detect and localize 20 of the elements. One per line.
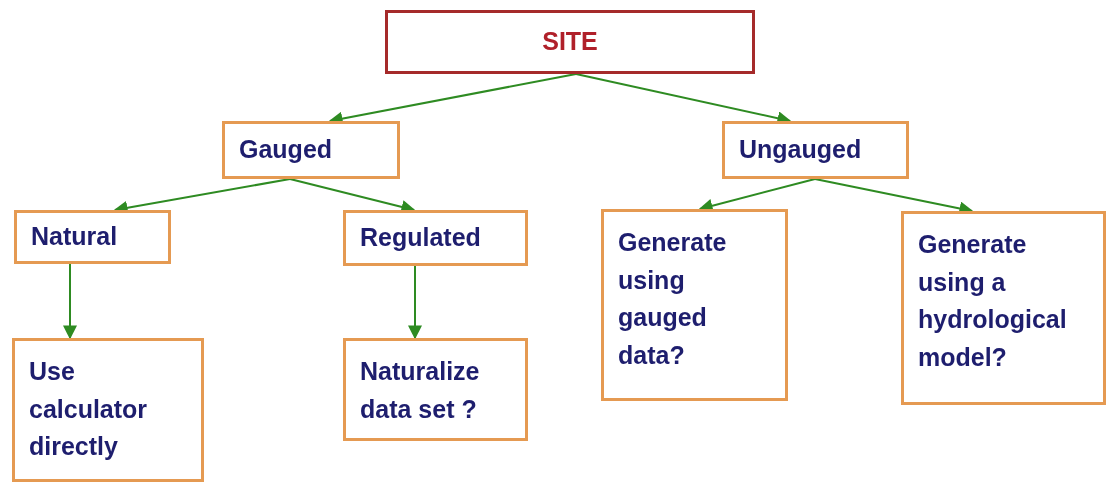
process-box — [222, 121, 400, 179]
process-box — [343, 210, 528, 266]
process-box — [601, 209, 788, 401]
process-box — [343, 338, 528, 441]
process-box — [901, 211, 1106, 405]
box-label: Naturalize data set ? — [360, 356, 481, 425]
box-label: Natural — [31, 221, 118, 253]
box-label: Generate using a hydrological model? — [918, 229, 1068, 373]
box-label: SITE — [542, 26, 598, 58]
process-box — [14, 210, 171, 264]
process-box — [385, 10, 755, 74]
box-label: Gauged — [239, 134, 333, 166]
box-label: Ungauged — [739, 134, 862, 166]
arrow — [63, 263, 77, 340]
box-label: Generate using gauged data? — [618, 227, 728, 371]
box-label: Use calculator directly — [29, 356, 149, 462]
process-box — [722, 121, 909, 179]
process-box — [12, 338, 204, 482]
box-label: Regulated — [360, 222, 481, 254]
arrow — [408, 265, 422, 340]
